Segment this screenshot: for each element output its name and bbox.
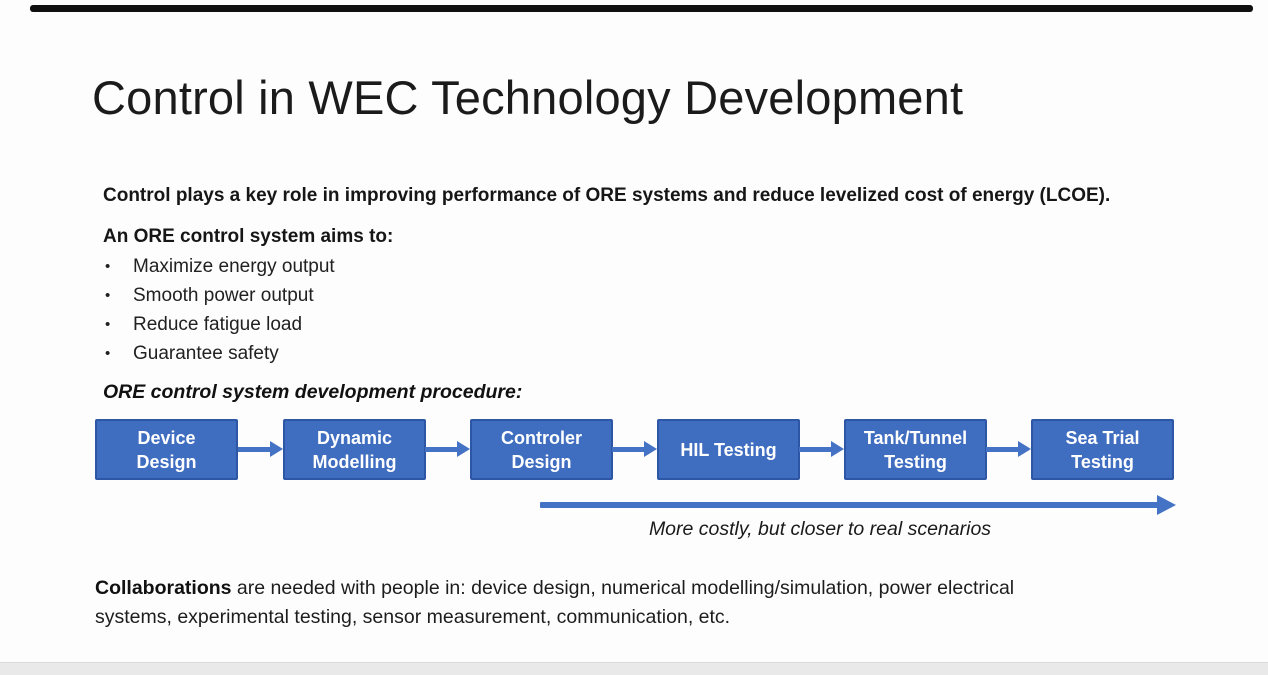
intro-text: Control plays a key role in improving pe… [103,185,1111,206]
flow-box-label: Sea Trial [1065,427,1140,448]
bullet-icon: • [105,316,111,333]
flow-box-label: Modelling [312,451,397,472]
player-bottom-bar [0,662,1268,675]
flow-arrow-icon [799,440,844,458]
procedure-heading: ORE control system development procedure… [103,381,523,403]
list-item-label: Guarantee safety [133,343,279,364]
flow-arrow-icon [238,440,283,458]
collaboration-line1: are needed with people in: device design… [231,577,1015,599]
flow-box-device-design: Device Design [95,419,238,480]
flow-box-sea-trial-testing: Sea Trial Testing [1031,419,1174,480]
flow-box-label: Device [137,427,196,448]
page-title: Control in WEC Technology Development [92,71,964,124]
list-item: • Reduce fatigue load [105,314,335,343]
bullet-icon: • [105,345,111,362]
video-progress-bar[interactable] [30,5,1253,12]
aims-list: • Maximize energy output • Smooth power … [105,256,335,372]
flow-box-label: Controler [501,427,582,448]
bullet-icon: • [105,258,111,275]
list-item-label: Smooth power output [133,285,314,306]
flow-box-controller-design: Controler Design [470,419,613,480]
collaboration-text: Collaborations are needed with people in… [95,574,1185,632]
flow-box-label: Tank/Tunnel [863,427,968,448]
flow-box-tank-tunnel-testing: Tank/Tunnel Testing [844,419,987,480]
collaboration-line2: systems, experimental testing, sensor me… [95,606,731,628]
list-item: • Smooth power output [105,285,335,314]
flow-box-label: Design [511,451,572,472]
flow-box-label: Dynamic [316,427,393,448]
flow-arrow-icon [425,440,470,458]
flow-box-label: Design [136,451,197,472]
cost-axis-arrow-icon [540,495,1176,515]
flow-arrow-icon [986,440,1031,458]
list-item-label: Maximize energy output [133,256,335,277]
flow-box-hil-testing: HIL Testing [657,419,800,480]
bullet-icon: • [105,287,111,304]
collaboration-lead: Collaborations [95,577,232,599]
list-item: • Guarantee safety [105,343,335,372]
flow-box-label: HIL Testing [680,439,777,460]
flow-box-dynamic-modelling: Dynamic Modelling [283,419,426,480]
aims-heading: An ORE control system aims to: [103,226,394,247]
list-item: • Maximize energy output [105,256,335,285]
flow-arrow-icon [612,440,657,458]
list-item-label: Reduce fatigue load [133,314,303,335]
flow-box-label: Testing [1071,451,1134,472]
flow-box-label: Testing [884,451,947,472]
arrow-caption: More costly, but closer to real scenario… [648,518,992,540]
